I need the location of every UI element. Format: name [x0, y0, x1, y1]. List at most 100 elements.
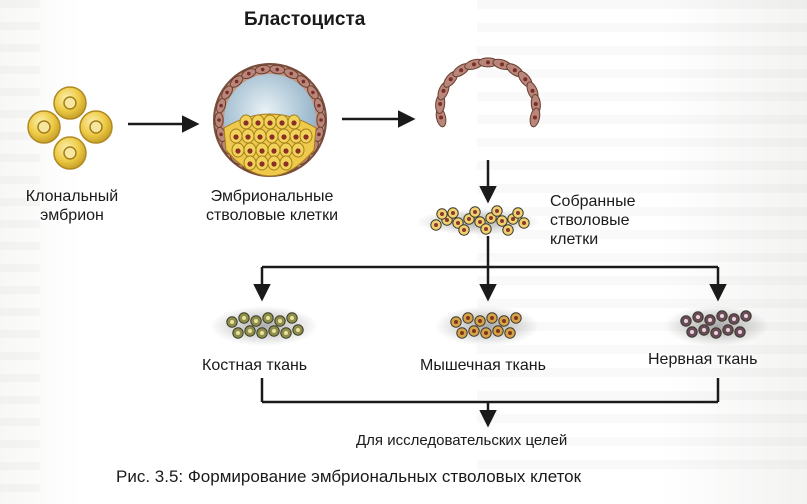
trophoblast-cell [529, 107, 541, 128]
clonal-embryo-label-line2: эмбрион [40, 207, 104, 224]
clonal-embryo-icon [27, 86, 113, 170]
trophoblast-cell [214, 112, 224, 128]
bone-tissue-label: Костная ткань [202, 357, 308, 374]
muscle-cell [492, 325, 504, 337]
inner-cell [243, 142, 257, 158]
inner-cell [255, 155, 269, 171]
bone-cell [238, 312, 250, 324]
bone-cell [262, 312, 274, 324]
inner-cell [239, 114, 253, 130]
nerve-cell [692, 311, 704, 323]
inner-cell [279, 142, 293, 158]
inner-cell [255, 142, 269, 158]
bleed-through-right [477, 0, 807, 470]
muscle-cell [462, 312, 474, 324]
clonal-embryo-label-line1: Клональный [25, 188, 119, 205]
blastocyst-icon [213, 63, 327, 177]
inner-cell [291, 142, 305, 158]
bone-cell [256, 327, 268, 339]
inner-cell [241, 128, 255, 144]
bone-cell [244, 325, 256, 337]
nerve-cell [686, 326, 698, 338]
embryonic-stem-cells-label: Эмбриональные стволовые клетки [192, 187, 352, 225]
nerve-cell [740, 310, 752, 322]
inner-cell [267, 142, 281, 158]
nerve-tissue-label: Нервная ткань [648, 351, 758, 368]
stem-cell [502, 224, 514, 236]
embryo-cell [27, 110, 61, 144]
clonal-embryo-label: Клональный эмбрион [18, 187, 126, 225]
stem-cell [430, 219, 442, 231]
trophoblast-cell [269, 64, 286, 75]
bone-cell [226, 316, 238, 328]
muscle-cell [510, 312, 522, 324]
inner-cell [229, 128, 243, 144]
bone-cell [250, 315, 262, 327]
nerve-cell [680, 315, 692, 327]
nerve-cell [710, 327, 722, 339]
bleed-through-left [0, 0, 40, 504]
trophoblast-cell [313, 97, 324, 114]
stem-cell [469, 206, 481, 218]
nerve-cell-cluster-icon [665, 306, 769, 346]
figure-caption: Рис. 3.5: Формирование эмбриональных ств… [116, 467, 582, 486]
stem-cell [480, 223, 492, 235]
muscle-cell [480, 327, 492, 339]
muscle-cell [468, 325, 480, 337]
stem-cell [518, 217, 530, 229]
collected-stem-cells-line3: клетки [550, 231, 599, 248]
muscle-cell [486, 312, 498, 324]
inner-cell [277, 128, 291, 144]
stem-cell [512, 207, 524, 219]
inner-cell [299, 128, 313, 144]
nerve-cell [722, 324, 734, 336]
inner-cell [275, 114, 289, 130]
muscle-cell [456, 327, 468, 339]
inner-cell [251, 114, 265, 130]
research-purposes-label: Для исследовательских целей [356, 432, 568, 449]
stem-cell [491, 205, 503, 217]
nerve-cell [716, 310, 728, 322]
inner-cell [253, 128, 267, 144]
stem-cell [458, 224, 470, 236]
embryonic-stem-cells-line1: Эмбриональные [210, 188, 334, 205]
nerve-cell [698, 324, 710, 336]
bone-cell [232, 327, 244, 339]
inner-cell [287, 114, 301, 130]
blastocyst-title: Бластоциста [244, 9, 366, 30]
trophoblast-cell [316, 112, 326, 128]
collected-stem-cells-line2: стволовые [550, 212, 630, 229]
nerve-cell [704, 314, 716, 326]
trophoblast-arc-icon [435, 57, 541, 128]
embryo-cell [53, 86, 87, 120]
stem-cell [496, 215, 508, 227]
stem-cell [436, 208, 448, 220]
research-connector [260, 378, 720, 404]
bone-cell [292, 324, 304, 336]
bone-cell [286, 312, 298, 324]
muscle-cell [498, 315, 510, 327]
distribution-connector [262, 236, 718, 269]
collected-stem-cells-line1: Собранные [550, 193, 636, 210]
inner-cell [263, 114, 277, 130]
inner-cell [267, 155, 281, 171]
collected-cells-icon [416, 205, 540, 236]
muscle-tissue-label: Мышечная ткань [420, 357, 546, 374]
inner-cell [231, 142, 245, 158]
embryo-cell [79, 110, 113, 144]
embryonic-stem-cells-line2: стволовые клетки [205, 207, 339, 224]
collected-stem-cells-label: Собранные стволовые клетки [550, 192, 635, 249]
bone-cell [268, 325, 280, 337]
nerve-cell [728, 313, 740, 325]
bone-cell-cluster-icon [210, 306, 318, 346]
muscle-cell-cluster-icon [435, 306, 539, 346]
muscle-cell [450, 316, 462, 328]
bone-cell [280, 327, 292, 339]
inner-cell [243, 155, 257, 171]
inner-cell [279, 155, 293, 171]
muscle-cell [504, 327, 516, 339]
stem-cell [447, 207, 459, 219]
muscle-cell [474, 315, 486, 327]
